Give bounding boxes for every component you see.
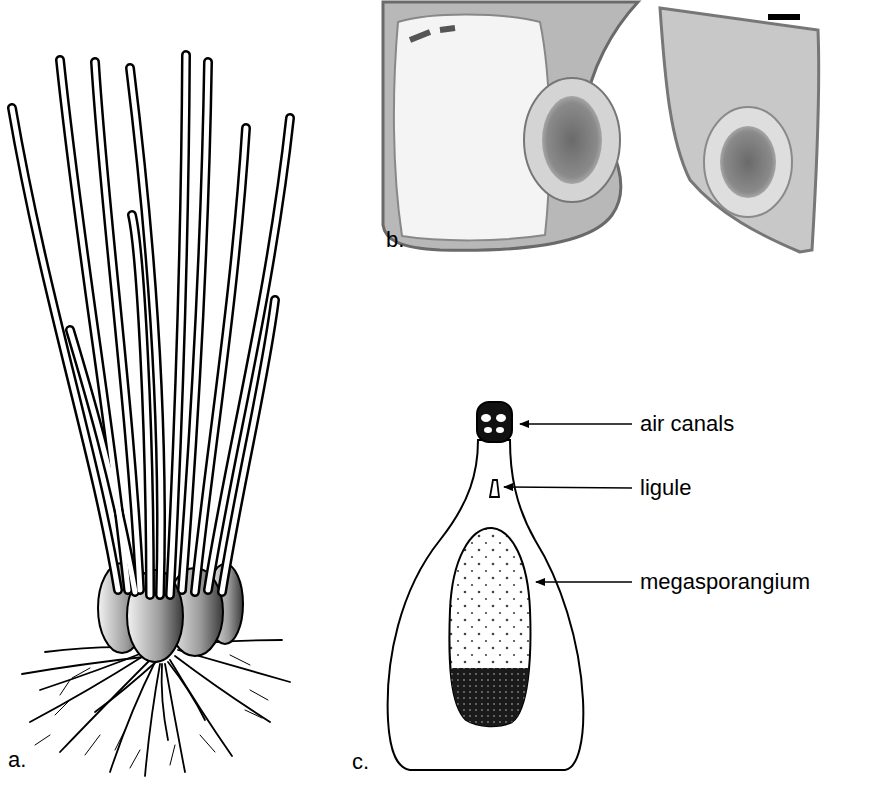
panel-letter: a. <box>8 747 26 773</box>
ligule <box>490 480 499 497</box>
scale-bar <box>768 14 800 20</box>
megasporangium <box>449 528 530 726</box>
panel-letter: c. <box>352 749 369 775</box>
panel-letter: b. <box>386 227 404 253</box>
part-label: megasporangium <box>640 569 810 595</box>
air-canals <box>477 402 512 442</box>
plant-drawing <box>12 55 290 776</box>
leader-arrows <box>504 424 632 582</box>
part-label: air canals <box>640 411 734 437</box>
leaf-base-diagram <box>388 402 632 770</box>
part-label: ligule <box>640 475 691 501</box>
micrograph <box>383 2 819 252</box>
